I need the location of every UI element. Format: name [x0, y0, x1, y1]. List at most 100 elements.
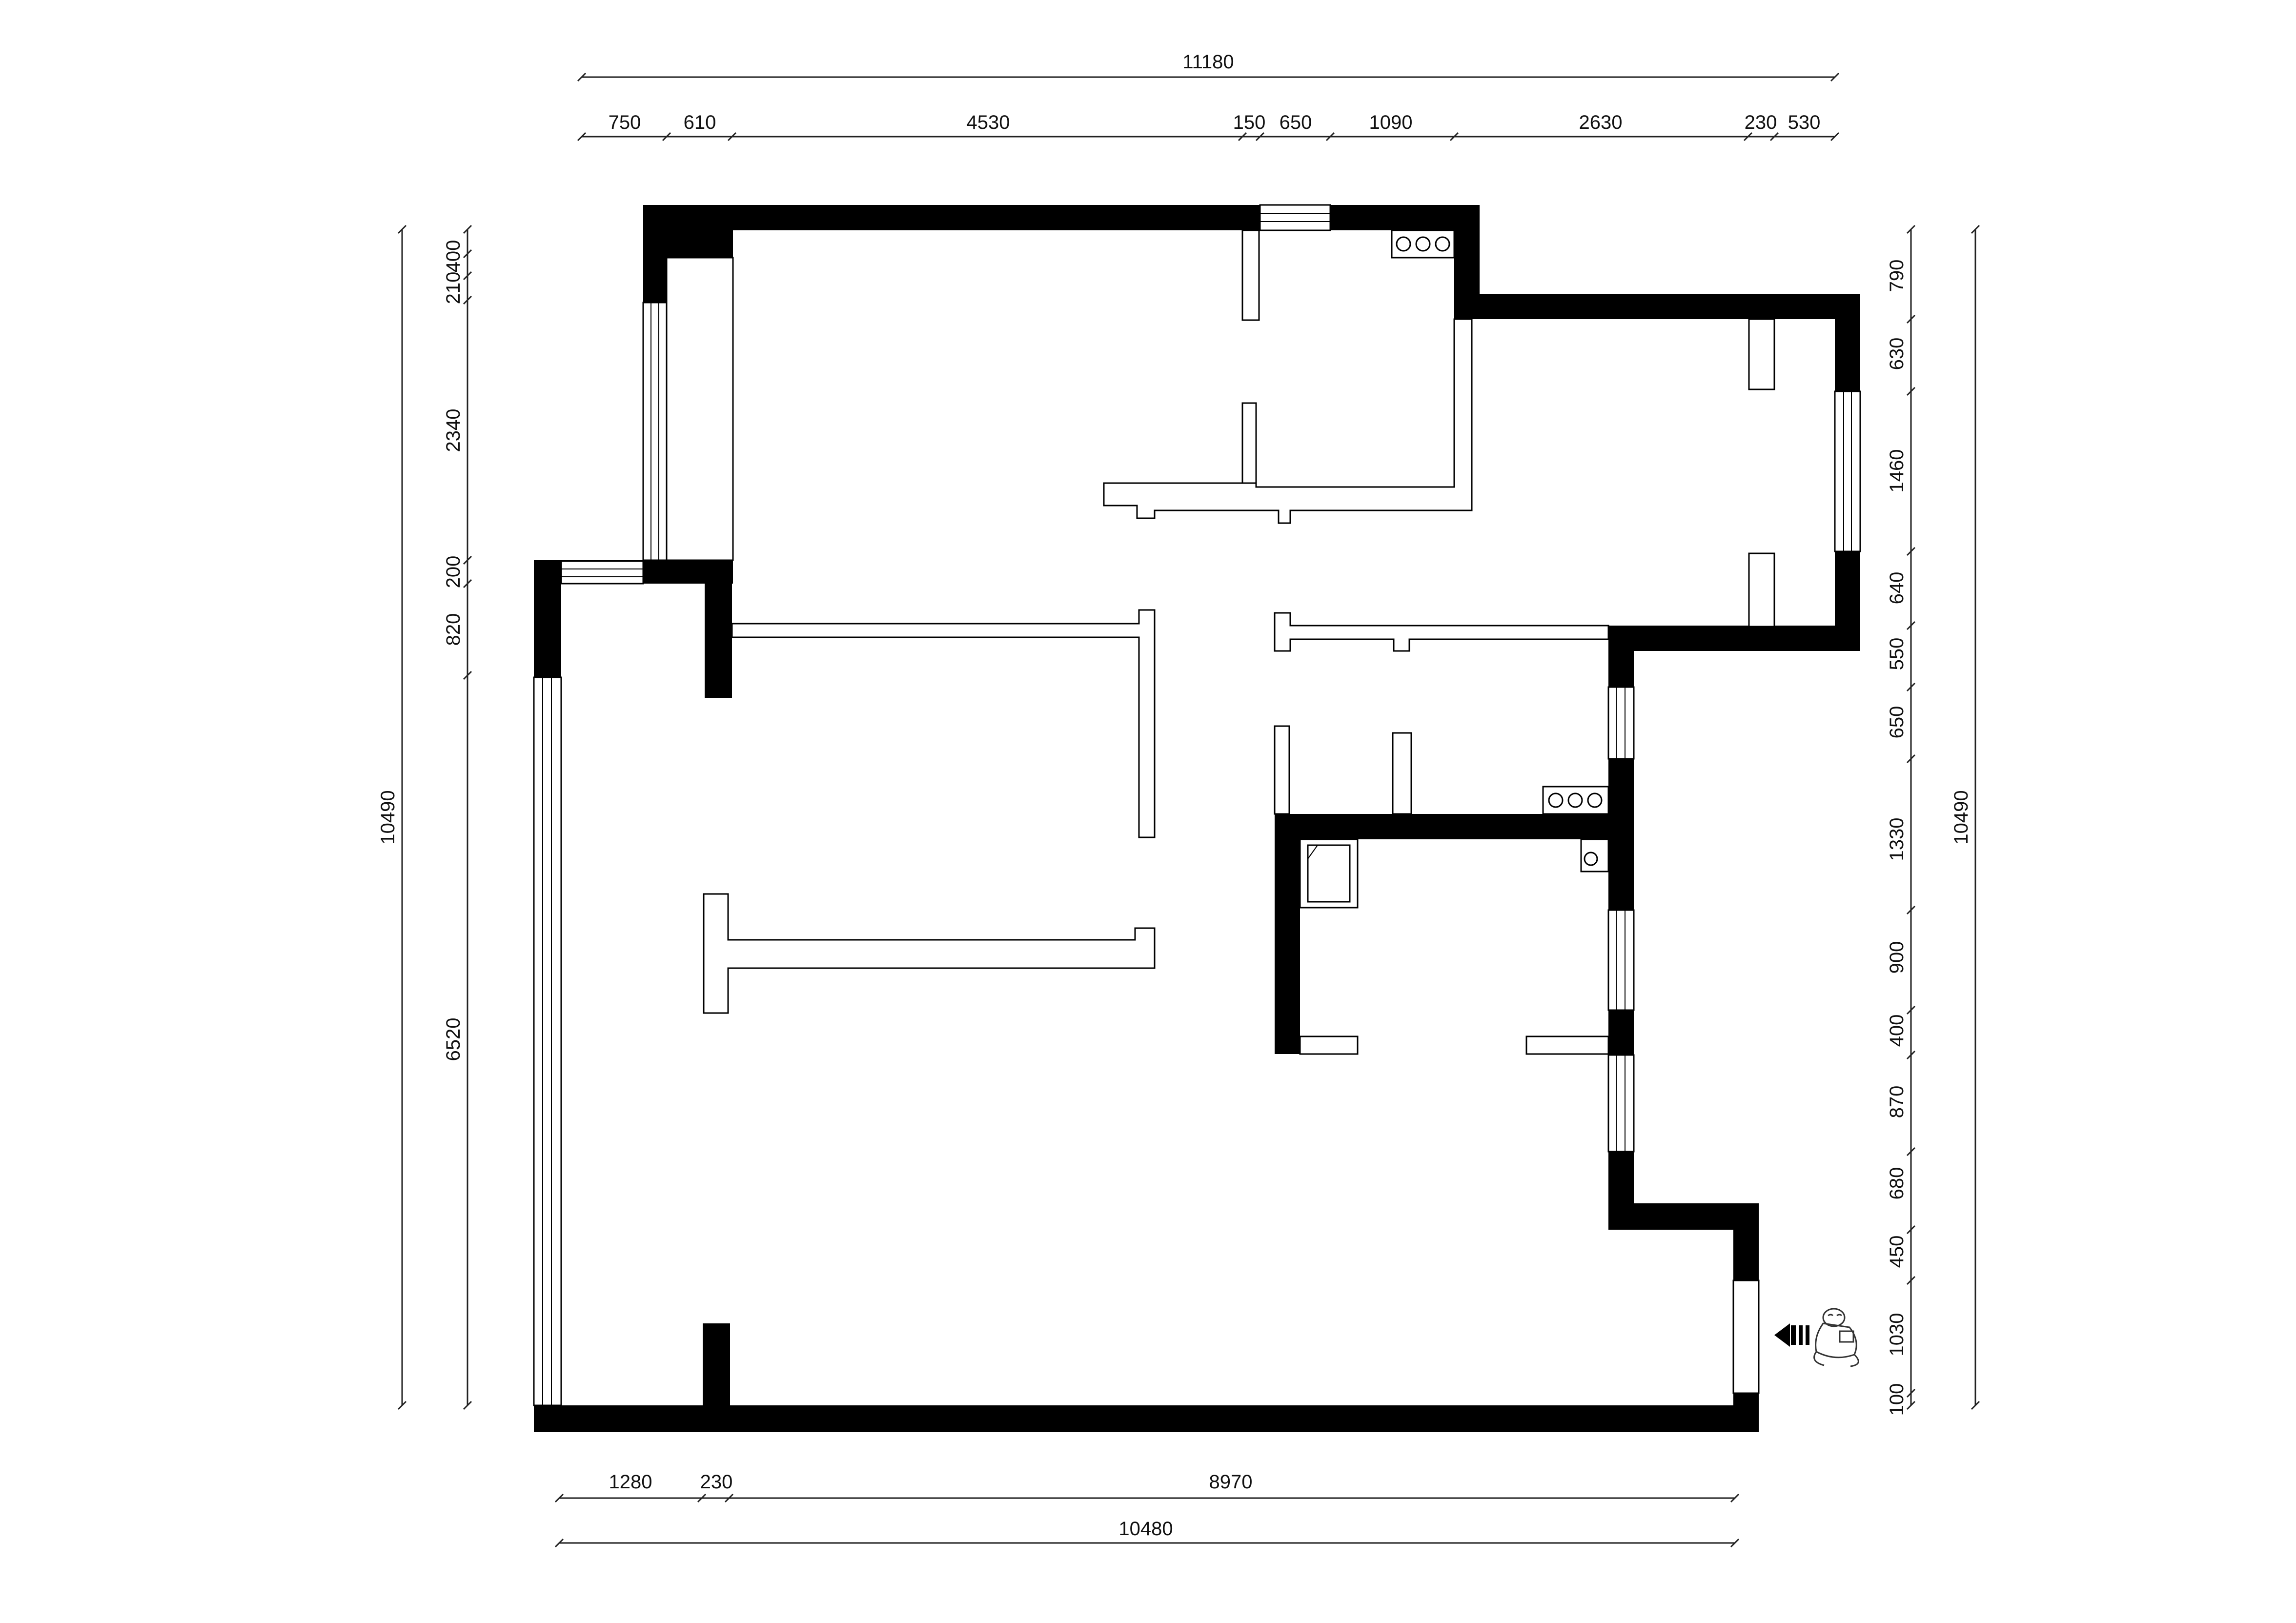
right-seg-8: 400 [1886, 1014, 1908, 1047]
top-seg-4: 650 [1280, 112, 1312, 133]
right-total-label: 10490 [1951, 790, 1972, 844]
left-dimensions: 10490 400 210 2340 200 820 6520 [377, 224, 472, 1410]
right-seg-0: 790 [1886, 260, 1908, 292]
bottom-seg-tick-1 [697, 1493, 707, 1503]
left-seg-tick-5 [463, 579, 472, 588]
top-seg-tick-3 [1238, 132, 1247, 142]
right-seg-tick-5 [1906, 682, 1916, 692]
window-left-long [533, 676, 562, 1406]
exterior-walls [534, 205, 1860, 1432]
stove-burner-icon [1391, 229, 1455, 259]
window-right-3 [1607, 1054, 1635, 1153]
top-dimensions: 11180 750 610 4530 150 650 1090 2630 230… [577, 51, 1840, 142]
left-seg-1: 210 [443, 272, 464, 304]
top-seg-0: 750 [609, 112, 641, 133]
window-top [1259, 204, 1331, 231]
right-seg-tick-4 [1906, 621, 1916, 630]
bottom-seg-0: 1280 [609, 1471, 652, 1493]
right-seg-4: 550 [1886, 638, 1908, 670]
bottom-total-tick-1 [1730, 1538, 1740, 1548]
top-seg-tick-8 [1769, 132, 1779, 142]
top-seg-3: 150 [1233, 112, 1266, 133]
bottom-seg-1: 230 [700, 1471, 733, 1493]
right-total-tick-1 [1971, 1400, 1980, 1410]
left-seg-2: 2340 [443, 409, 464, 452]
top-seg-tick-5 [1325, 132, 1335, 142]
left-seg-3: 200 [443, 556, 464, 588]
right-seg-6: 1330 [1886, 818, 1908, 861]
right-seg-3: 640 [1886, 572, 1908, 605]
left-seg-tick-6 [463, 670, 472, 680]
sink-icon [1580, 838, 1609, 872]
top-seg-tick-9 [1830, 132, 1840, 142]
right-seg-tick-11 [1906, 1225, 1916, 1235]
top-seg-7: 230 [1745, 112, 1777, 133]
right-dimensions: 10490 790 630 1460 640 550 650 1330 900 … [1886, 224, 1980, 1416]
bottom-seg-tick-0 [554, 1493, 564, 1503]
right-seg-tick-14 [1906, 1400, 1916, 1410]
interior-walls [666, 229, 1775, 1055]
bottom-seg-tick-2 [724, 1493, 734, 1503]
top-seg-2: 4530 [967, 112, 1010, 133]
right-seg-5: 650 [1886, 706, 1908, 739]
right-seg-7: 900 [1886, 941, 1908, 974]
bottom-total-tick-0 [554, 1538, 564, 1548]
bottom-dimensions: 1280 230 8970 10480 [554, 1471, 1740, 1548]
window-right-upper [1834, 390, 1861, 552]
top-seg-5: 1090 [1369, 112, 1413, 133]
right-seg-13: 100 [1886, 1383, 1908, 1416]
right-seg-tick-8 [1906, 1005, 1916, 1015]
left-seg-tick-2 [463, 271, 472, 281]
left-seg-0: 400 [443, 240, 464, 273]
right-seg-1: 630 [1886, 338, 1908, 370]
top-seg-tick-0 [577, 132, 587, 142]
entrance-door [1732, 1279, 1760, 1394]
right-seg-tick-0 [1906, 224, 1916, 234]
top-seg-tick-2 [727, 132, 737, 142]
top-seg-tick-7 [1743, 132, 1753, 142]
bottom-seg-2: 8970 [1209, 1471, 1253, 1493]
top-total-tick-1 [1830, 72, 1840, 82]
right-seg-tick-13 [1906, 1388, 1916, 1398]
entrance-arrow-icon [1774, 1323, 1809, 1347]
top-seg-tick-6 [1449, 132, 1459, 142]
windows [533, 204, 1861, 1406]
left-total-label: 10490 [377, 790, 399, 844]
left-seg-tick-3 [463, 295, 472, 305]
right-total-tick-0 [1971, 224, 1980, 234]
right-seg-2: 1460 [1886, 449, 1908, 493]
top-total-tick-0 [577, 72, 587, 82]
top-seg-1: 610 [684, 112, 716, 133]
left-seg-tick-1 [463, 249, 472, 259]
right-seg-tick-7 [1906, 905, 1916, 915]
left-seg-tick-0 [463, 224, 472, 234]
right-seg-tick-3 [1906, 547, 1916, 556]
right-seg-tick-12 [1906, 1276, 1916, 1285]
left-seg-5: 6520 [443, 1018, 464, 1061]
mascot-figure-icon [1813, 1308, 1859, 1367]
top-seg-8: 530 [1788, 112, 1821, 133]
window-left-upper [642, 302, 668, 561]
left-seg-tick-4 [463, 555, 472, 565]
right-seg-tick-6 [1906, 754, 1916, 764]
right-seg-10: 680 [1886, 1167, 1908, 1200]
right-seg-9: 870 [1886, 1086, 1908, 1118]
bottom-total-label: 10480 [1118, 1518, 1173, 1540]
right-seg-tick-10 [1906, 1147, 1916, 1156]
left-total-tick-1 [397, 1400, 407, 1410]
bottom-seg-tick-3 [1730, 1493, 1740, 1503]
window-right-2 [1607, 909, 1635, 1011]
right-seg-11: 450 [1886, 1236, 1908, 1268]
left-seg-tick-7 [463, 1400, 472, 1410]
right-seg-12: 1030 [1886, 1313, 1908, 1357]
window-right-1 [1607, 686, 1635, 760]
top-total-label: 11180 [1182, 51, 1234, 73]
top-seg-tick-4 [1255, 132, 1265, 142]
window-left-small [560, 560, 644, 585]
left-seg-4: 820 [443, 613, 464, 646]
left-total-tick-0 [397, 224, 407, 234]
top-seg-tick-1 [662, 132, 671, 142]
top-seg-6: 2630 [1579, 112, 1623, 133]
right-seg-tick-1 [1906, 314, 1916, 324]
